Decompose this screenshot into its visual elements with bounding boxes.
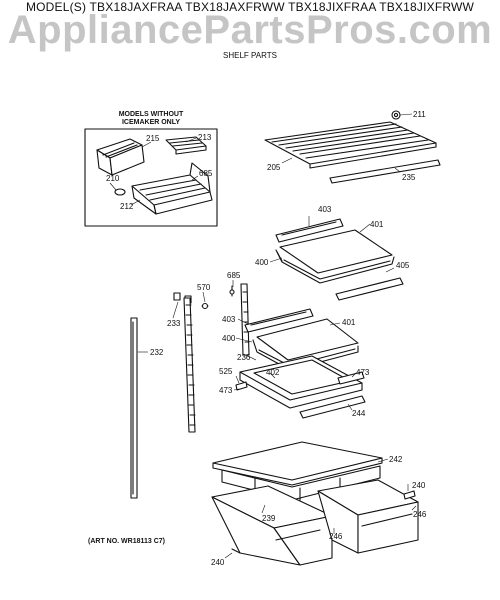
inset-title-line2: ICEMAKER ONLY [122,119,180,126]
art-number: (ART NO. WR18113 C7) [88,538,166,545]
part-240-crisper-drawer-left [211,485,333,566]
callout-403-upper: 403 [318,205,332,214]
part-240-crisper-drawer-right [317,479,419,554]
callout-232: 232 [150,348,164,357]
center-ladder-rail [183,297,196,433]
callout-402: 402 [266,368,280,377]
watermark: AppliancePartsPros.com [7,8,493,52]
part-685-screw [229,285,235,297]
inset-title-line1: MODELS WITHOUT [119,111,184,118]
callout-236: 236 [237,353,251,362]
drawer-stop-bracket [403,490,416,500]
callout-570: 570 [197,283,211,292]
section-title: SHELF PARTS [223,51,277,60]
part-213-ice-tray [165,136,207,155]
callout-240-right: 240 [412,481,426,490]
part-210-clip [114,188,126,196]
callout-473-right: 473 [356,368,370,377]
callout-235: 235 [402,173,416,182]
callout-211: 211 [413,110,426,119]
callout-212: 212 [120,202,134,211]
callout-240-left: 240 [211,558,225,567]
callout-246-right: 246 [413,510,427,519]
part-215-ice-bin [96,138,145,176]
shelf-assembly-middle [235,308,366,419]
callout-685-inset: 685 [199,169,213,178]
part-205-wire-shelf [264,121,437,169]
callout-244: 244 [352,409,366,418]
callout-525: 525 [219,367,233,376]
shelf-assembly-upper [275,218,404,301]
part-211-knob [391,110,401,120]
callout-242: 242 [389,455,403,464]
inset-frame [84,128,218,227]
callout-246-left: 246 [329,532,343,541]
callout-213: 213 [198,133,212,142]
part-212-support-shelf [131,162,213,215]
part-232-support-rail [130,317,138,499]
callout-403-middle: 403 [222,315,236,324]
callout-210: 210 [106,174,120,183]
part-570-screw [201,302,209,310]
callout-233: 233 [167,319,181,328]
callout-401-upper: 401 [370,220,384,229]
callout-239: 239 [262,514,276,523]
callout-400-middle: 400 [222,334,236,343]
callout-205: 205 [267,163,281,172]
callout-401-middle: 401 [342,318,356,327]
callout-405: 405 [396,261,410,270]
callout-473-left: 473 [219,386,233,395]
part-235-trim [329,159,441,184]
rear-vertical-rail [240,283,250,356]
icemaker-inset: MODELS WITHOUT ICEMAKER ONLY [84,111,218,227]
callout-215: 215 [146,134,160,143]
callout-685: 685 [227,271,241,280]
callout-400-upper: 400 [255,258,269,267]
models-header: MODEL(S) TBX18JAXFRAA TBX18JAXFRWW TBX18… [25,0,475,14]
